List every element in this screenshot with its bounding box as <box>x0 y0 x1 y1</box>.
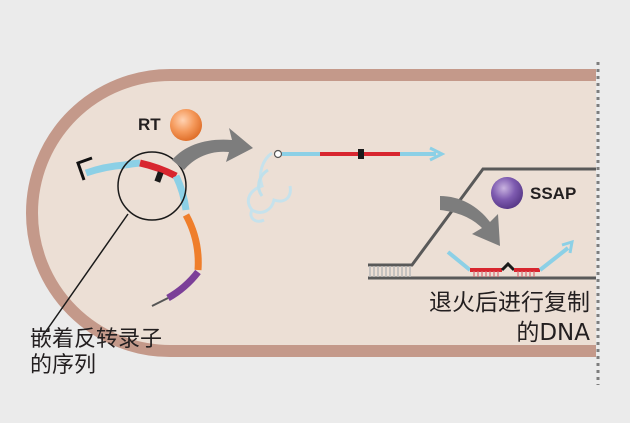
rt-label: RT <box>138 115 161 134</box>
ssap-label: SSAP <box>530 184 576 203</box>
rt-enzyme-icon <box>170 109 202 141</box>
zoom-circle <box>117 151 187 221</box>
annealed-dna-label: 退火后进行复制 的DNA <box>429 288 590 348</box>
ssap-enzyme-icon <box>491 177 523 209</box>
plasmid-red-segment <box>139 159 178 180</box>
annealed-dna-label-line2: 的DNA <box>516 320 590 346</box>
cell-membrane <box>26 69 596 357</box>
plasmid-tail <box>151 297 169 307</box>
annealed-dna-label-line1: 退火后进行复制 <box>429 290 590 316</box>
process-arrow-icon <box>172 128 253 170</box>
promoter-arrow-icon <box>76 156 93 181</box>
zoom-pointer-line <box>43 213 129 335</box>
plasmid-purple-segment <box>166 269 201 302</box>
embedded-sequence-label: 嵌着反转录子 的序列 <box>30 327 163 378</box>
plasmid-retron <box>84 159 202 302</box>
plasmid-orange-segment <box>182 213 202 271</box>
replication-fork <box>368 167 596 280</box>
annealed-hatch <box>473 271 535 277</box>
plasmid-blue-right <box>172 174 190 211</box>
plasmid-black-marker <box>154 171 164 183</box>
fork-hatch <box>369 266 411 277</box>
transcript-black-marker <box>358 149 364 159</box>
annealed-strand <box>446 239 574 272</box>
process-arrow-icon <box>440 196 500 246</box>
